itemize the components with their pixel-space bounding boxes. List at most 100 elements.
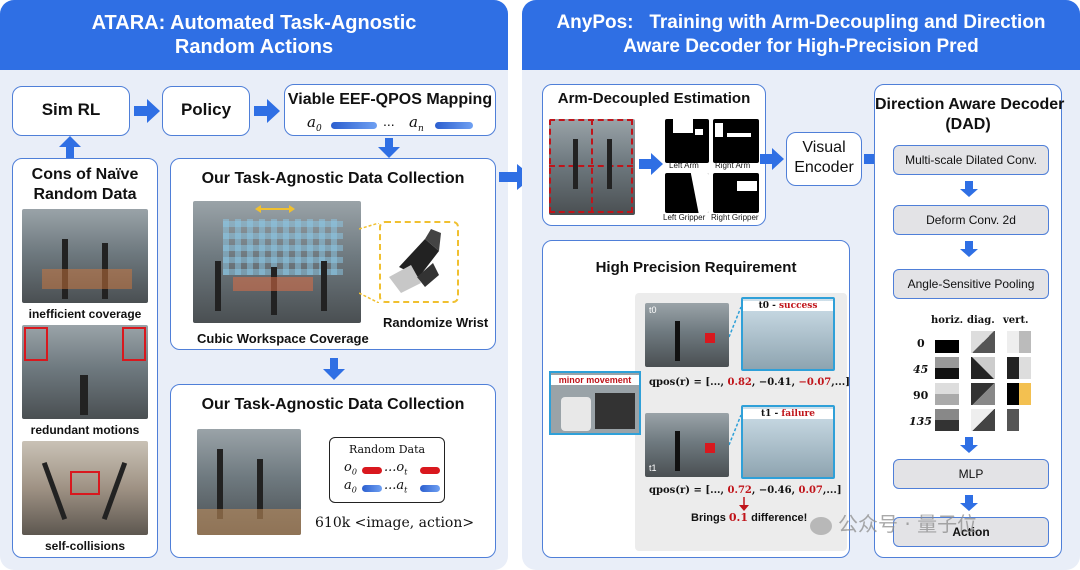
pool-tile-45-diag (971, 357, 995, 379)
pool-tile-0-diag (971, 331, 995, 353)
o-row-start: o0 (344, 460, 357, 477)
arrow-masks-to-encoder (760, 148, 784, 170)
pool-angle-90: 90 (913, 389, 929, 402)
atara-title-line2: Random Actions (174, 36, 334, 58)
pool-tile-135-horiz (935, 409, 959, 431)
wechat-icon (810, 516, 832, 535)
anypos-title-line2: Aware Decoder for High-Precision Pred (623, 36, 979, 57)
visual-encoder-box: Visual Encoder (786, 132, 862, 186)
difference-arrow (739, 497, 749, 511)
redundant-motions-image (22, 325, 148, 419)
t0-scene-image: t0 (645, 303, 729, 367)
random-data-card: Random Data o0 ...ot a0 ...at (329, 437, 445, 503)
anypos-panel-header: AnyPos: Training with Arm-Decoupling and… (522, 0, 1080, 70)
policy-box: Policy (162, 86, 250, 136)
arrow-dad-1 (960, 181, 978, 197)
t0-zoom-line (729, 306, 741, 338)
dad-step-deform-conv: Deform Conv. 2d (893, 205, 1049, 235)
pool-angle-45: 45 (913, 363, 929, 376)
pool-angle-0: 0 (917, 337, 925, 350)
minor-movement-card: minor movement (549, 371, 641, 435)
right-arm-mask (713, 119, 759, 163)
arrow-cons-to-sim (59, 136, 81, 158)
viable-mapping-box: Viable EEF-QPOS Mapping a0 ... an (284, 84, 496, 136)
arrow-policy-to-mapping (254, 99, 280, 123)
arrow-scene-to-masks (639, 153, 663, 175)
left-gripper-label: Left Gripper (663, 213, 706, 222)
arrow-dad-3 (960, 437, 978, 453)
pool-tile-0-horiz (935, 331, 959, 353)
full-scene-image (549, 119, 635, 215)
pool-tile-90-diag (971, 383, 995, 405)
arrow-sim-to-policy (134, 99, 160, 123)
minor-movement-label: minor movement (551, 375, 639, 385)
mapping-dots: ... (383, 113, 395, 129)
o-bar-end (420, 467, 440, 474)
cubic-workspace-image (193, 201, 361, 323)
collected-frames-image (197, 429, 301, 535)
right-gripper-label: Right Gripper (711, 213, 759, 222)
left-gripper-mask (665, 173, 709, 213)
an-symbol: an (409, 113, 424, 134)
precision-box: High Precision Requirement t0 t0 - succe… (542, 240, 850, 558)
t1-closeup-image: t1 - failure (741, 405, 835, 479)
pool-tile-0-vert (1007, 331, 1031, 353)
sim-rl-box: Sim RL (12, 86, 130, 136)
qpos-t1: qpos(r) = [..., 0.72, −0.46, 0.07,...] (649, 485, 842, 496)
pool-tile-45-horiz (935, 357, 959, 379)
qpos-t0: qpos(r) = [..., 0.82, −0.41, −0.07,...] (649, 377, 850, 388)
pool-tile-90-horiz (935, 383, 959, 405)
dad-step-dilated-conv: Multi-scale Dilated Conv. (893, 145, 1049, 175)
left-arm-label: Left Arm (669, 161, 699, 170)
pool-tile-45-vert (1007, 357, 1031, 379)
t0-closeup-image: t0 - success (741, 297, 835, 371)
difference-text: Brings 0.1 difference! (691, 511, 808, 524)
a-bar-end (420, 485, 440, 492)
t1-frame-label: t1 (649, 463, 657, 473)
sim-rl-label: Sim RL (41, 100, 101, 119)
a0-bar (331, 122, 377, 129)
dad-step-mlp: MLP (893, 459, 1049, 489)
anypos-title-line1: AnyPos: Training with Arm-Decoupling and… (556, 12, 1046, 33)
collection-title-1: Our Task-Agnostic Data Collection (201, 170, 465, 187)
arm-decoupled-box: Arm-Decoupled Estimation Left Arm Right … (542, 84, 766, 226)
pool-header-diag: diag. (967, 315, 995, 326)
dad-box: Direction Aware Decoder (DAD) Multi-scal… (874, 84, 1065, 558)
left-arm-mask (665, 119, 709, 163)
randomize-wrist-image (379, 221, 459, 303)
atara-title-line1: ATARA: Automated Task-Agnostic (91, 12, 417, 34)
t1-status: t1 - failure (743, 409, 833, 419)
cons-box: Cons of Naïve Random Data inefficient co… (12, 158, 158, 558)
zoom-dashes (359, 223, 379, 303)
atara-panel: ATARA: Automated Task-Agnostic Random Ac… (0, 0, 508, 570)
pool-tile-135-diag (971, 409, 995, 431)
pool-angle-135: 135 (909, 415, 932, 428)
arm-decoupled-title: Arm-Decoupled Estimation (557, 90, 751, 107)
t1-scene-image: t1 (645, 413, 729, 477)
self-collisions-image (22, 441, 148, 535)
inefficient-coverage-image (22, 209, 148, 303)
dad-title: Direction Aware Decoder (DAD) (875, 96, 1065, 133)
random-data-title: Random Data (348, 443, 426, 456)
pool-header-vert: vert. (1003, 315, 1029, 326)
visual-encoder-label: Visual Encoder (794, 139, 854, 176)
dataset-size: 610k <image, action> (315, 515, 475, 531)
cons-title: Cons of Naïve Random Data (31, 166, 139, 203)
a0-symbol: a0 (307, 113, 322, 134)
a-row-start: a0 (344, 478, 357, 495)
policy-label: Policy (180, 100, 232, 119)
arrow-mapping-to-collection (378, 138, 400, 158)
watermark: 公众号 · 量子位 (810, 508, 977, 537)
arrow-dad-4 (960, 495, 978, 511)
dad-step-angle-pooling: Angle-Sensitive Pooling (893, 269, 1049, 299)
o-row-mid: ...ot (384, 460, 408, 477)
cons-item-redundant: redundant motions (30, 423, 140, 437)
cons-item-self-collisions: self-collisions (44, 539, 126, 553)
t1-zoom-line (729, 414, 741, 446)
atara-panel-header: ATARA: Automated Task-Agnostic Random Ac… (0, 0, 508, 70)
collection-title-2: Our Task-Agnostic Data Collection (201, 396, 465, 413)
t0-frame-label: t0 (649, 305, 657, 315)
dad-step-action: Action (893, 517, 1049, 547)
pool-header-horiz: horiz. (931, 315, 964, 326)
t0-status: t0 - success (743, 301, 833, 311)
